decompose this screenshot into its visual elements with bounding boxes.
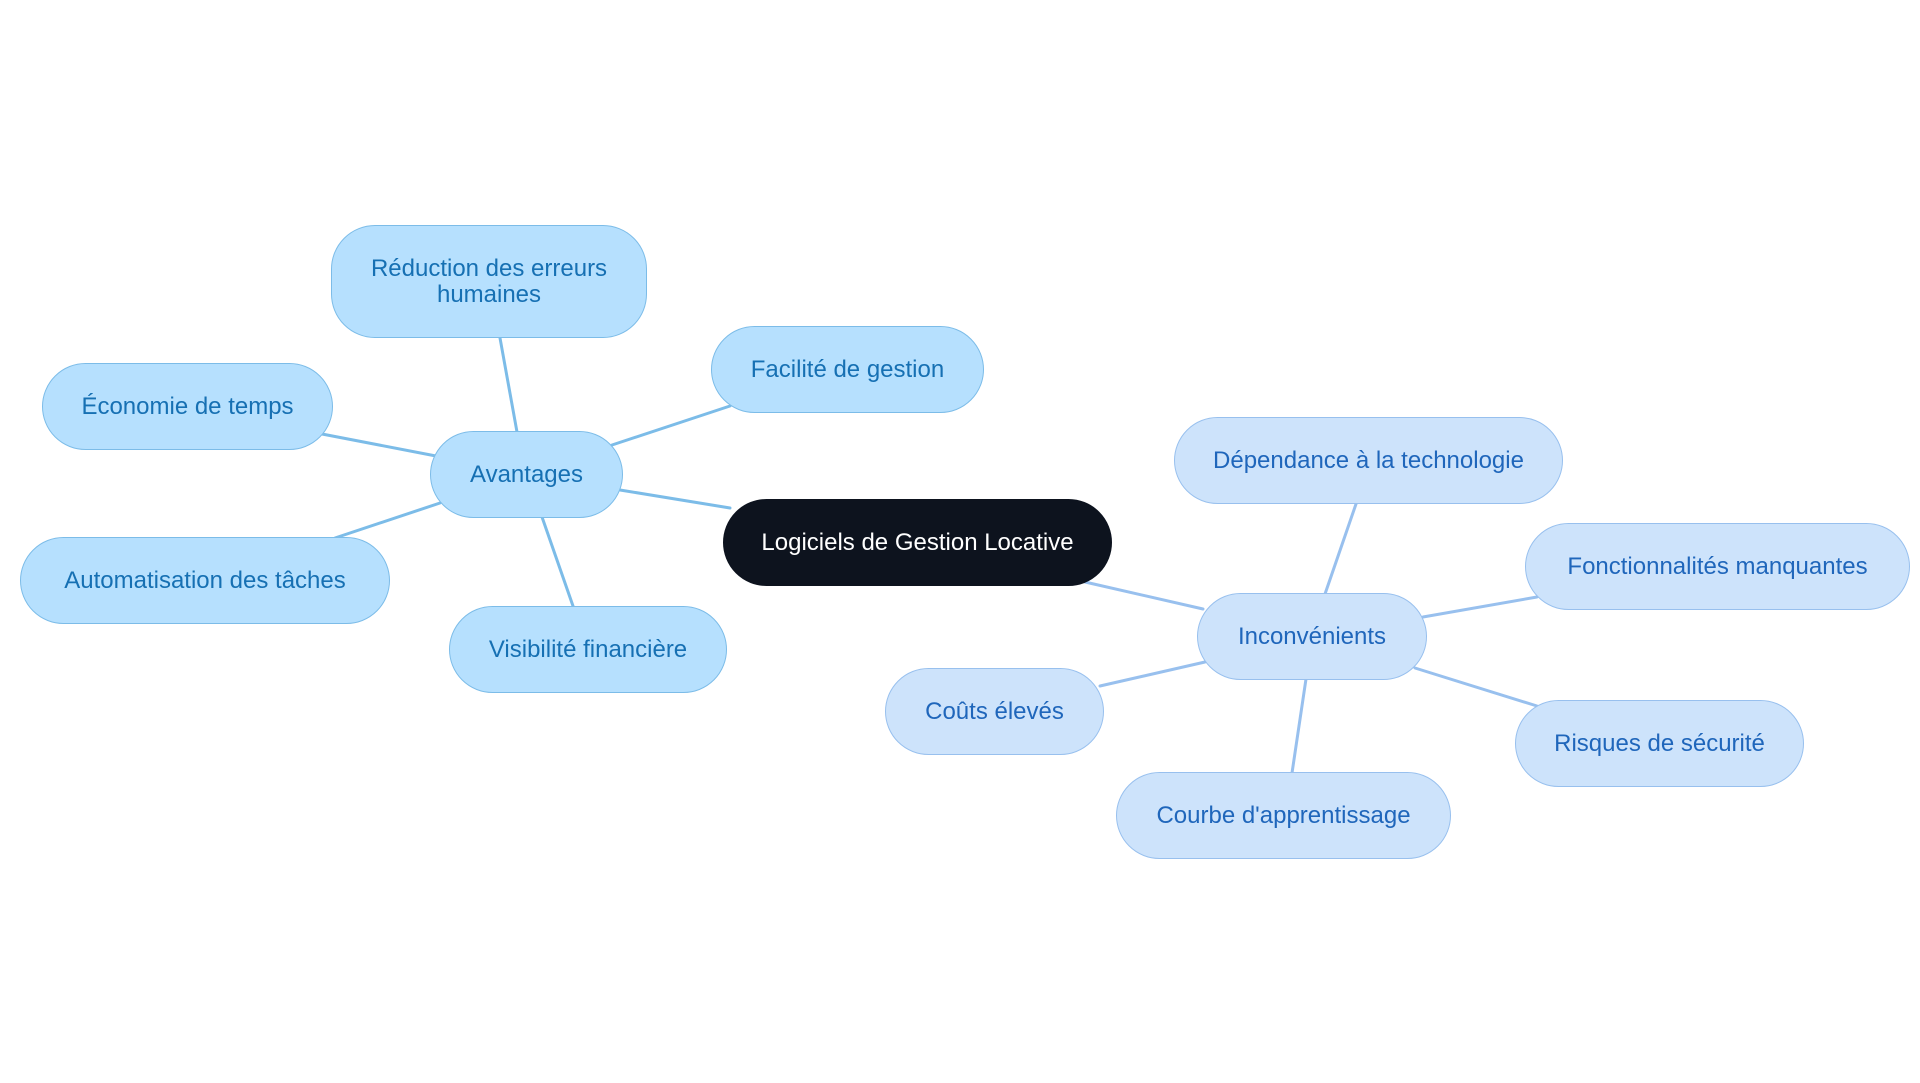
edge-avantages-automation xyxy=(333,501,442,540)
branch-node-inconvenients[interactable]: Inconvénients xyxy=(1197,593,1427,680)
leaf-node-courbe[interactable]: Courbe d'apprentissage xyxy=(1116,772,1451,859)
leaf-node-label: Fonctionnalités manquantes xyxy=(1567,552,1868,580)
leaf-node-label: Économie de temps xyxy=(81,392,294,420)
leaf-node-couts[interactable]: Coûts élevés xyxy=(885,668,1104,755)
root-node[interactable]: Logiciels de Gestion Locative xyxy=(723,499,1112,586)
edge-inconvenients-couts xyxy=(1098,660,1207,688)
leaf-node-reduction[interactable]: Réduction des erreurs humaines xyxy=(331,225,647,338)
leaf-node-label: Visibilité financière xyxy=(488,635,688,663)
leaf-node-label: Dépendance à la technologie xyxy=(1213,446,1524,474)
edge-avantages-visibilite xyxy=(540,515,575,608)
leaf-node-facilite[interactable]: Facilité de gestion xyxy=(711,326,984,413)
leaf-node-label: Facilité de gestion xyxy=(750,355,945,383)
leaf-node-economie[interactable]: Économie de temps xyxy=(42,363,333,450)
leaf-node-automation[interactable]: Automatisation des tâches xyxy=(20,537,390,624)
branch-node-label: Inconvénients xyxy=(1237,622,1387,650)
leaf-node-fonctionnalites[interactable]: Fonctionnalités manquantes xyxy=(1525,523,1910,610)
edge-root-inconvenients xyxy=(1083,580,1205,611)
leaf-node-label: Risques de sécurité xyxy=(1554,729,1765,757)
leaf-node-visibilite[interactable]: Visibilité financière xyxy=(449,606,727,693)
edge-inconvenients-risques xyxy=(1413,666,1539,708)
edge-avantages-economie xyxy=(320,432,438,458)
root-node-label: Logiciels de Gestion Locative xyxy=(761,528,1074,556)
leaf-node-dependance[interactable]: Dépendance à la technologie xyxy=(1174,417,1563,504)
branch-node-label: Avantages xyxy=(470,460,583,488)
leaf-node-label: Coûts élevés xyxy=(925,697,1064,725)
leaf-node-label: Automatisation des tâches xyxy=(64,566,346,594)
edge-avantages-reduction xyxy=(498,336,519,434)
edge-root-avantages xyxy=(618,488,732,510)
branch-node-avantages[interactable]: Avantages xyxy=(430,431,623,518)
leaf-node-risques[interactable]: Risques de sécurité xyxy=(1515,700,1804,787)
edge-avantages-facilite xyxy=(610,404,732,447)
leaf-node-label: Réduction des erreurs humaines xyxy=(370,254,608,308)
edge-inconvenients-fonction xyxy=(1421,595,1539,619)
edge-inconvenients-courbe xyxy=(1290,677,1308,775)
leaf-node-label: Courbe d'apprentissage xyxy=(1156,801,1411,829)
edge-inconvenients-dependance xyxy=(1323,502,1358,596)
